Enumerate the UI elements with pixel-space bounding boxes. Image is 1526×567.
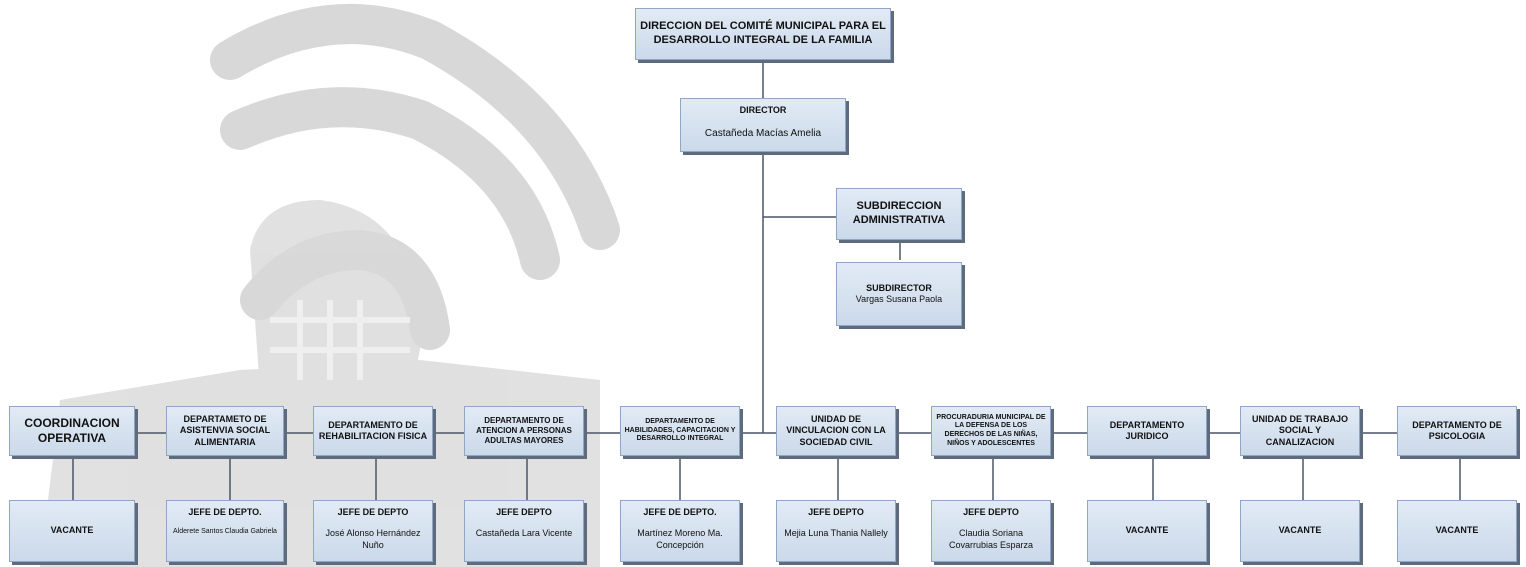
- head-box: JEFE DEPTO Claudia Soriana Covarrubias E…: [931, 500, 1051, 562]
- head-box: VACANTE: [9, 500, 135, 562]
- department-title: UNIDAD DE TRABAJO SOCIAL Y CANALIZACION: [1251, 414, 1348, 447]
- head-name: Martínez Moreno Ma. Concepción: [637, 528, 723, 550]
- head-title: VACANTE: [1435, 525, 1479, 536]
- head-name: Claudia Soriana Covarrubias Esparza: [948, 528, 1034, 550]
- department-title: PROCURADURIA MUNICIPAL DE LA DEFENSA DE …: [936, 413, 1046, 447]
- subdireccion-title: SUBDIRECCION ADMINISTRATIVA: [852, 200, 946, 226]
- head-name: José Alonso Hernández Nuño: [325, 528, 421, 550]
- head-title: VACANTE: [1278, 525, 1322, 536]
- head-box: VACANTE: [1087, 500, 1207, 562]
- head-title: VACANTE: [50, 525, 94, 536]
- subdirector-box: SUBDIRECTOR Vargas Susana Paola: [836, 262, 962, 326]
- department-box: DEPARTAMENTO JURIDICO: [1087, 406, 1207, 456]
- department-box: DEPARTAMENTO DE REHABILITACION FISICA: [313, 406, 433, 456]
- department-box: DEPARTAMENTO DE ATENCION A PERSONAS ADUL…: [464, 406, 584, 456]
- department-title: DEPARTAMENTO DE REHABILITACION FISICA: [318, 419, 428, 441]
- head-box: VACANTE: [1240, 500, 1360, 562]
- head-title: JEFE DEPTO: [496, 507, 552, 517]
- director-title: DIRECTOR: [739, 105, 787, 115]
- director-name: Castañeda Macías Amelia: [704, 128, 822, 140]
- head-name: Alderete Santos Claudia Gabriela: [173, 528, 277, 536]
- department-box: UNIDAD DE TRABAJO SOCIAL Y CANALIZACION: [1240, 406, 1360, 456]
- department-title: COORDINACION OPERATIVA: [24, 416, 120, 445]
- department-title: DEPARTAMETO DE ASISTENVIA SOCIAL ALIMENT…: [179, 414, 271, 447]
- department-title: DEPARTAMENTO DE ATENCION A PERSONAS ADUL…: [476, 416, 572, 445]
- department-box: COORDINACION OPERATIVA: [9, 406, 135, 456]
- department-box: DEPARTAMENTO DE HABILIDADES, CAPACITACIO…: [620, 406, 740, 456]
- head-box: JEFE DEPTO Mejia Luna Thania Nallely: [776, 500, 896, 562]
- head-title: JEFE DE DEPTO.: [643, 507, 717, 517]
- department-box: UNIDAD DE VINCULACION CON LA SOCIEDAD CI…: [776, 406, 896, 456]
- head-name: Castañeda Lara Vicente: [475, 528, 573, 539]
- root-box: DIRECCION DEL COMITÉ MUNICIPAL PARA EL D…: [635, 8, 891, 60]
- department-box: DEPARTAMETO DE ASISTENVIA SOCIAL ALIMENT…: [166, 406, 284, 456]
- head-name: Mejia Luna Thania Nallely: [784, 528, 888, 539]
- head-title: JEFE DE DEPTO.: [188, 507, 262, 517]
- director-box: DIRECTOR Castañeda Macías Amelia: [680, 98, 846, 152]
- head-title: JEFE DEPTO: [963, 507, 1019, 517]
- department-title: DEPARTAMENTO JURIDICO: [1109, 419, 1185, 441]
- subdirector-name: Vargas Susana Paola: [855, 294, 943, 304]
- root-title: DIRECCION DEL COMITÉ MUNICIPAL PARA EL D…: [640, 20, 886, 46]
- subdirector-title: SUBDIRECTOR: [866, 282, 932, 293]
- subdireccion-box: SUBDIRECCION ADMINISTRATIVA: [836, 188, 962, 240]
- head-title: JEFE DE DEPTO: [337, 507, 409, 517]
- head-box: VACANTE: [1397, 500, 1517, 562]
- department-title: DEPARTAMENTO DE HABILIDADES, CAPACITACIO…: [624, 417, 736, 443]
- head-title: VACANTE: [1125, 525, 1169, 536]
- head-box: JEFE DEPTO Castañeda Lara Vicente: [464, 500, 584, 562]
- head-title: JEFE DEPTO: [808, 507, 864, 517]
- head-box: JEFE DE DEPTO José Alonso Hernández Nuño: [313, 500, 433, 562]
- department-box: DEPARTAMENTO DE PSICOLOGIA: [1397, 406, 1517, 456]
- head-box: JEFE DE DEPTO. Alderete Santos Claudia G…: [166, 500, 284, 562]
- department-box: PROCURADURIA MUNICIPAL DE LA DEFENSA DE …: [931, 406, 1051, 456]
- head-box: JEFE DE DEPTO. Martínez Moreno Ma. Conce…: [620, 500, 740, 562]
- department-title: DEPARTAMENTO DE PSICOLOGIA: [1412, 419, 1502, 441]
- department-title: UNIDAD DE VINCULACION CON LA SOCIEDAD CI…: [786, 414, 886, 447]
